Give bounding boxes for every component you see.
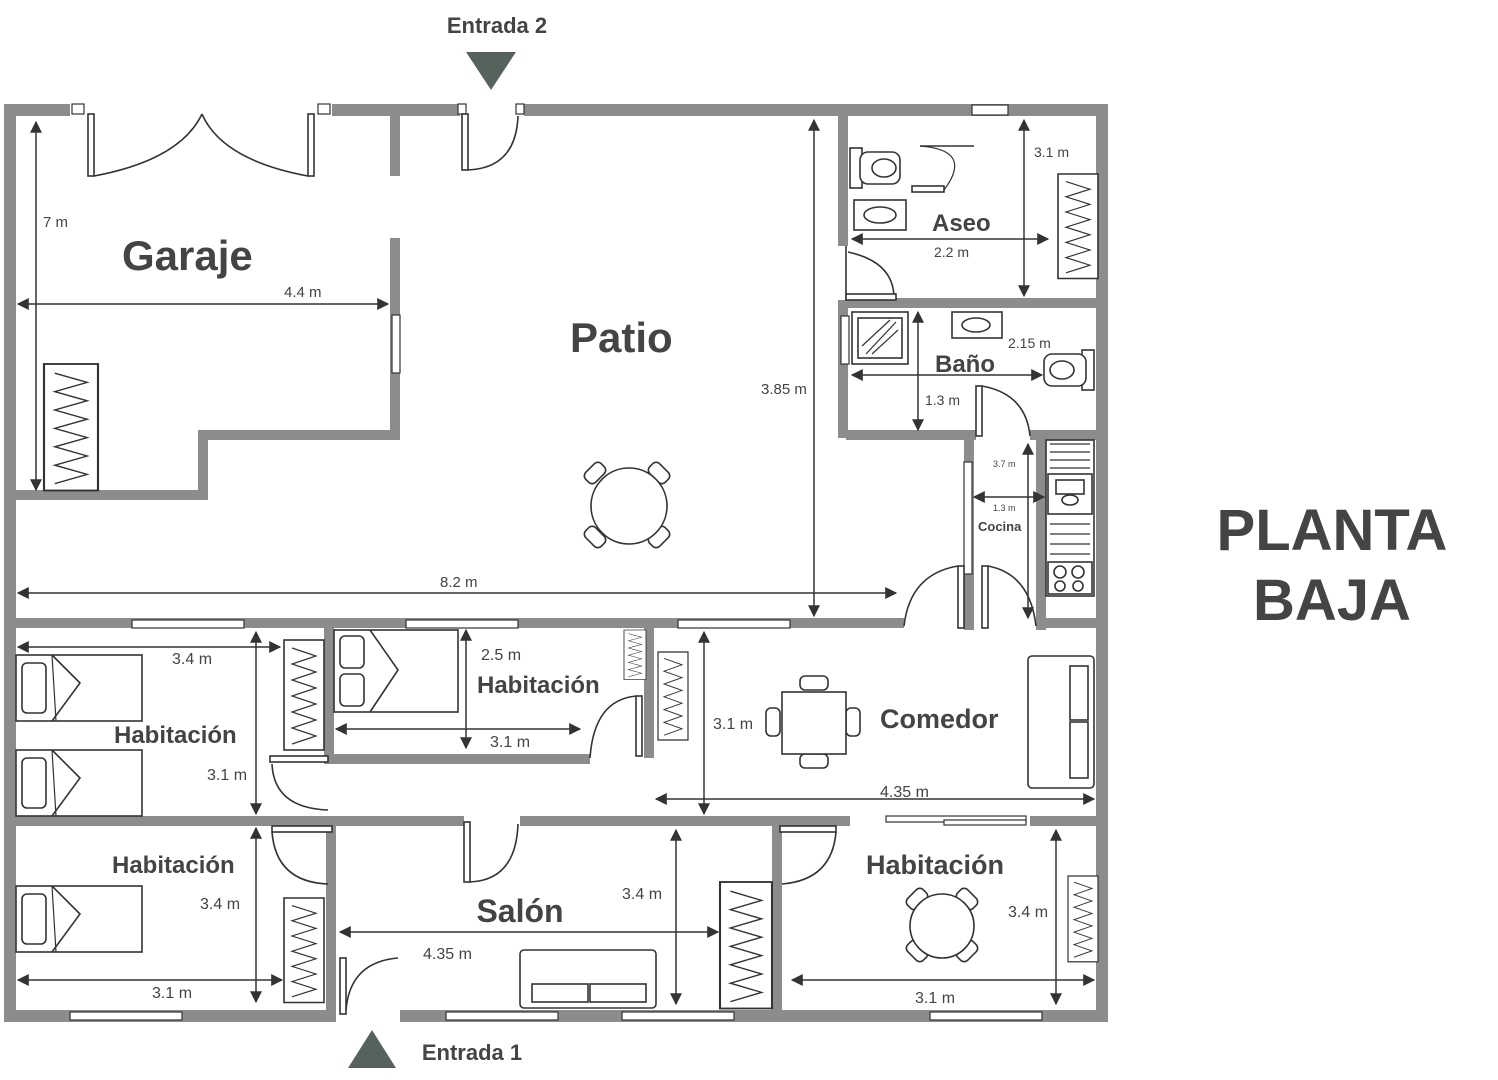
round-table-2 [905,887,979,963]
aseo-toilet [849,147,901,189]
furniture [15,147,1099,1010]
wardrobe-1 [283,639,325,751]
dim-bano-height: 1.3 m [925,392,960,408]
bed-1 [15,654,143,722]
entrance-2-marker [466,52,516,90]
bed-2 [15,749,143,817]
small-shelf [623,629,647,680]
bano-sink [951,311,1003,339]
room-label-habitacion-4: Habitación [866,850,1004,880]
dim-salon-height: 3.4 m [622,886,662,903]
entrance-1-label: Entrada 1 [422,1040,522,1065]
kitchen-counter [1045,439,1095,597]
dim-comedor-width: 4.35 m [880,784,929,801]
dim-hab1-width: 3.4 m [172,651,212,668]
garage-gate [71,103,331,177]
bano-toilet [1043,349,1095,391]
salon-cabinet [718,880,774,1010]
double-bed [333,629,459,713]
aseo-cabinet [1057,173,1099,280]
dim-bano-width: 2.15 m [1008,335,1051,351]
dim-hab4-height: 3.4 m [1008,904,1048,921]
windows [69,104,1043,1021]
dim-hab3-height: 3.4 m [200,896,240,913]
room-label-comedor: Comedor [880,704,999,734]
dining-table [765,675,861,769]
entrance-1-marker [348,1030,396,1068]
room-label-garaje: Garaje [122,232,253,279]
room-label-habitacion-3: Habitación [112,852,235,879]
room-label-patio: Patio [570,314,673,361]
dim-hab2-height: 2.5 m [481,647,521,664]
dim-hab2-width: 3.1 m [490,734,530,751]
garage-cabinet [42,362,100,492]
dim-aseo-width: 2.2 m [934,244,969,260]
room-label-aseo: Aseo [932,210,991,237]
dim-garaje-width: 4.4 m [284,284,322,301]
room-label-habitacion-1: Habitación [114,722,237,749]
room-label-bano: Baño [935,351,995,378]
dim-hab1-height: 3.1 m [207,767,247,784]
bed-3 [15,885,143,953]
wardrobe-3 [283,897,325,1004]
room-label-habitacion-2: Habitación [477,672,600,699]
dim-hab3-width: 3.1 m [152,985,192,1002]
patio-table [583,461,671,549]
wardrobe-4 [1067,875,1099,963]
doors [269,103,1037,1015]
dim-cocina-height: 3.7 m [993,459,1016,469]
dim-patio-width: 8.2 m [440,574,478,591]
dim-garaje-height: 7 m [43,214,68,231]
dim-salon-width: 4.35 m [423,946,472,963]
dim-comedor-height: 3.1 m [713,716,753,733]
plan-title-line-2: BAJA [1253,568,1411,633]
room-label-cocina: Cocina [978,519,1022,534]
dim-hab4-width: 3.1 m [915,990,955,1007]
sofa-salon [519,949,657,1009]
entrance-2-label: Entrada 2 [447,13,547,38]
outer-walls [4,104,1108,1022]
sofa-comedor [1027,655,1095,789]
dim-aseo-height: 3.1 m [1034,144,1069,160]
shower [851,311,909,365]
aseo-sink [853,199,907,231]
dim-cocina-width: 1.3 m [993,503,1016,513]
dimension-lines [16,118,1096,1006]
room-label-salon: Salón [476,893,563,929]
wardrobe-2 [657,651,689,741]
dim-patio-height: 3.85 m [761,381,807,398]
plan-title-line-1: PLANTA [1217,498,1448,563]
